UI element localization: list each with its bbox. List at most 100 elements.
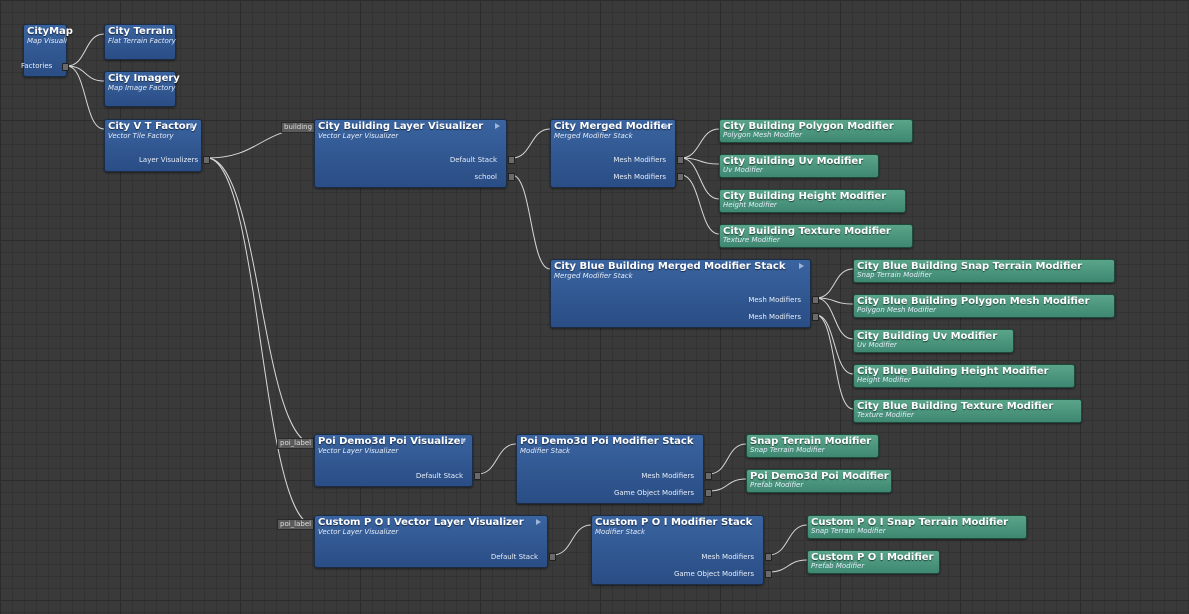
node-building-uv-modifier[interactable]: City Building Uv Modifier Uv Modifier: [719, 154, 879, 178]
node-subtitle: Polygon Mesh Modifier: [857, 306, 937, 314]
connection-wire: [815, 297, 854, 305]
node-city-merged-modifier[interactable]: City Merged Modifier Merged Modifier Sta…: [550, 119, 684, 188]
node-blue-height-modifier[interactable]: City Blue Building Height Modifier Heigh…: [853, 364, 1075, 388]
node-subtitle: Prefab Modifier: [811, 562, 865, 570]
connection-wire: [680, 128, 720, 159]
node-blue-building-merged-stack[interactable]: City Blue Building Merged Modifier Stack…: [550, 259, 819, 328]
connection-wire: [680, 157, 720, 200]
node-title: Custom P O I Snap Terrain Modifier: [811, 517, 1009, 528]
port-label-mesh-modifiers: Mesh Modifiers: [748, 296, 801, 304]
output-port[interactable]: [474, 472, 481, 480]
node-building-texture-modifier[interactable]: City Building Texture Modifier Texture M…: [719, 224, 913, 248]
port-label-default-stack: Default Stack: [490, 553, 538, 561]
node-title: City Building Texture Modifier: [723, 226, 891, 237]
output-port[interactable]: [677, 173, 684, 181]
input-tag-poi-label: poi_label: [277, 438, 315, 449]
node-building-height-modifier[interactable]: City Building Height Modifier Height Mod…: [719, 189, 906, 213]
node-subtitle: Map Visuali: [27, 37, 67, 45]
output-port[interactable]: [549, 553, 556, 561]
node-title: Custom P O I Vector Layer Visualizer: [318, 517, 524, 528]
node-title: CityMap: [27, 26, 73, 37]
node-blue-snap-terrain-modifier[interactable]: City Blue Building Snap Terrain Modifier…: [853, 259, 1115, 283]
port-label-game-object-modifiers: Game Object Modifiers: [673, 570, 754, 578]
expand-arrow-icon[interactable]: [799, 263, 804, 269]
output-port[interactable]: [203, 156, 210, 164]
node-custom-poi-snap-terrain-modifier[interactable]: Custom P O I Snap Terrain Modifier Snap …: [807, 515, 1027, 539]
connection-wire: [768, 559, 808, 573]
output-port[interactable]: [508, 173, 515, 181]
node-poi-modifier-stack[interactable]: Poi Demo3d Poi Modifier Stack Modifier S…: [516, 434, 712, 504]
input-tag-building: building: [281, 122, 316, 133]
node-title: City Blue Building Merged Modifier Stack: [554, 261, 786, 272]
node-title: City V T Factory: [108, 121, 198, 132]
port-label-mesh-modifiers: Mesh Modifiers: [641, 472, 694, 480]
node-building-polygon-modifier[interactable]: City Building Polygon Modifier Polygon M…: [719, 119, 913, 143]
node-title: City Blue Building Snap Terrain Modifier: [857, 261, 1083, 272]
output-port[interactable]: [765, 553, 772, 561]
expand-arrow-icon[interactable]: [495, 123, 500, 129]
node-custom-poi-modifier-stack[interactable]: Custom P O I Modifier Stack Modifier Sta…: [591, 515, 772, 585]
connection-wire: [768, 524, 808, 556]
node-blue-polygon-mesh-modifier[interactable]: City Blue Building Polygon Mesh Modifier…: [853, 294, 1115, 318]
node-poi-visualizer[interactable]: Poi Demo3d Poi Visualizer Vector Layer V…: [314, 434, 481, 487]
expand-arrow-icon[interactable]: [461, 438, 466, 444]
output-port[interactable]: [812, 296, 819, 304]
output-port[interactable]: [765, 570, 772, 578]
connection-wire: [511, 174, 551, 270]
node-building-layer-visualizer[interactable]: City Building Layer Visualizer Vector La…: [314, 119, 515, 188]
node-blue-texture-modifier[interactable]: City Blue Building Texture Modifier Text…: [853, 399, 1082, 423]
connection-wire: [680, 157, 720, 165]
output-port[interactable]: [508, 156, 515, 164]
expand-arrow-icon[interactable]: [536, 519, 541, 525]
port-label-factories: Factories: [21, 62, 53, 70]
port-label-game-object-modifiers: Game Object Modifiers: [613, 489, 694, 497]
output-port[interactable]: [705, 472, 712, 480]
node-subtitle: Modifier Stack: [520, 447, 571, 455]
node-citymap[interactable]: CityMap Map Visuali Factories: [21, 24, 73, 77]
node-title: Poi Demo3d Poi Visualizer: [318, 436, 466, 447]
node-subtitle: Height Modifier: [723, 201, 777, 209]
node-title: City Building Uv Modifier: [723, 156, 864, 167]
node-blue-uv-modifier[interactable]: City Building Uv Modifier Uv Modifier: [853, 329, 1014, 353]
node-subtitle: Uv Modifier: [723, 166, 763, 174]
output-port[interactable]: [677, 156, 684, 164]
output-port[interactable]: [812, 313, 819, 321]
node-subtitle: Merged Modifier Stack: [554, 272, 633, 280]
connection-wire: [206, 157, 315, 445]
node-subtitle: Vector Tile Factory: [108, 132, 174, 140]
node-subtitle: Texture Modifier: [857, 411, 914, 419]
node-title: City Blue Building Texture Modifier: [857, 401, 1054, 412]
node-subtitle: Texture Modifier: [723, 236, 780, 244]
connection-wire: [815, 297, 854, 340]
node-city-imagery[interactable]: City Imagery Map Image Factory: [104, 71, 180, 107]
node-subtitle: Vector Layer Visualizer: [318, 132, 399, 140]
node-custom-poi-prefab-modifier[interactable]: Custom P O I Modifier Prefab Modifier: [807, 550, 940, 574]
node-subtitle: Height Modifier: [857, 376, 911, 384]
connection-wire: [708, 478, 747, 492]
connection-wire: [66, 33, 105, 67]
node-city-terrain[interactable]: City Terrain Flat Terrain Factory: [104, 24, 176, 60]
node-subtitle: Map Image Factory: [108, 84, 176, 92]
node-custom-poi-visualizer[interactable]: Custom P O I Vector Layer Visualizer Vec…: [314, 515, 556, 568]
node-subtitle: Modifier Stack: [595, 528, 646, 536]
node-subtitle: Snap Terrain Modifier: [750, 446, 825, 454]
node-title: Snap Terrain Modifier: [750, 436, 872, 447]
node-subtitle: Snap Terrain Modifier: [811, 527, 886, 535]
node-poi-snap-terrain-modifier[interactable]: Snap Terrain Modifier Snap Terrain Modif…: [746, 434, 879, 458]
output-port[interactable]: [705, 489, 712, 497]
node-city-vt-factory[interactable]: City V T Factory Vector Tile Factory Lay…: [104, 119, 210, 172]
connection-wire: [511, 128, 551, 159]
node-subtitle: Merged Modifier Stack: [554, 132, 633, 140]
expand-arrow-icon[interactable]: [190, 123, 195, 129]
port-label-mesh-modifiers: Mesh Modifiers: [613, 173, 666, 181]
node-poi-prefab-modifier[interactable]: Poi Demo3d Poi Modifier Prefab Modifier: [746, 469, 892, 493]
node-subtitle: Vector Layer Visualizer: [318, 447, 399, 455]
node-title: City Blue Building Height Modifier: [857, 366, 1049, 377]
expand-arrow-icon[interactable]: [664, 123, 669, 129]
output-port[interactable]: [62, 63, 69, 71]
node-title: Poi Demo3d Poi Modifier Stack: [520, 436, 694, 447]
connection-wire: [206, 157, 315, 526]
connection-wire: [815, 268, 854, 299]
node-title: Poi Demo3d Poi Modifier: [750, 471, 889, 482]
node-title: City Building Layer Visualizer: [318, 121, 484, 132]
